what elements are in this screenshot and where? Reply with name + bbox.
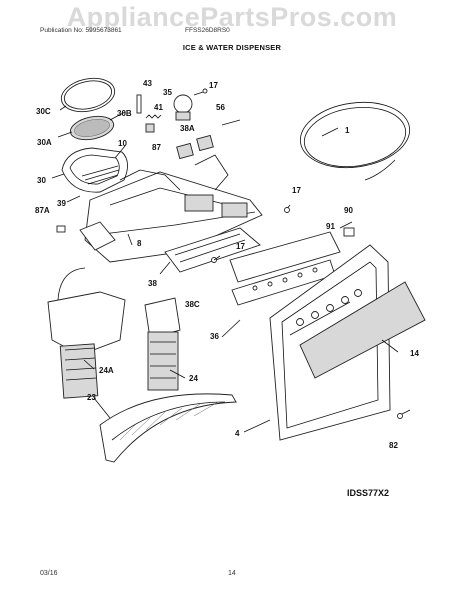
- part-87a-clip: [56, 225, 66, 233]
- label-17-low: 17: [236, 242, 245, 251]
- label-24: 24: [189, 374, 198, 383]
- label-8: 8: [137, 239, 142, 248]
- label-56: 56: [216, 103, 225, 112]
- label-38: 38: [148, 279, 157, 288]
- part-30-dispenser-door: [61, 147, 128, 193]
- label-36: 36: [210, 332, 219, 341]
- label-38a: 38A: [180, 124, 195, 133]
- publication-number: Publication No: 5995673861: [40, 27, 122, 34]
- diagram-code: IDSS77X2: [347, 488, 389, 498]
- part-35-solenoid: [173, 94, 193, 121]
- model-number: FFSS26D8RS0: [185, 27, 230, 34]
- label-82: 82: [389, 441, 398, 450]
- label-10: 10: [118, 139, 127, 148]
- label-30b: 30B: [117, 109, 132, 118]
- label-1: 1: [345, 126, 350, 135]
- label-24a: 24A: [99, 366, 114, 375]
- label-17-mid: 17: [292, 186, 301, 195]
- part-43-screw: [136, 94, 142, 114]
- leader-lines: [51, 105, 399, 433]
- part-1-water-tubing: [299, 102, 411, 181]
- part-41-spring: [145, 114, 162, 133]
- label-30: 30: [37, 176, 46, 185]
- part-82-screw: [397, 409, 411, 419]
- site-watermark: AppliancePartsPros.com: [66, 2, 398, 32]
- part-8-dispenser-housing: [79, 154, 263, 263]
- label-91: 91: [326, 222, 335, 231]
- label-90: 90: [344, 206, 353, 215]
- part-30c-gasket: [60, 77, 116, 113]
- label-4: 4: [235, 429, 240, 438]
- part-17-screw-low: [211, 255, 221, 263]
- label-17-top: 17: [209, 81, 218, 90]
- label-30c: 30C: [36, 107, 51, 116]
- part-30b-filter: [69, 115, 115, 141]
- part-23-drip-tray: [99, 393, 237, 463]
- part-14-overlay: [299, 281, 426, 379]
- label-39: 39: [57, 199, 66, 208]
- footer-page-number: 14: [228, 570, 236, 577]
- label-30a: 30A: [37, 138, 52, 147]
- part-24-motor-assembly: [144, 297, 181, 391]
- label-35: 35: [163, 88, 172, 97]
- part-38a-switches: [176, 134, 214, 160]
- part-36-interface-board: [229, 231, 341, 306]
- part-24a-motor-assembly: [47, 267, 126, 399]
- diagram-title: ICE & WATER DISPENSER: [182, 43, 282, 52]
- label-87: 87: [152, 143, 161, 152]
- label-23: 23: [87, 393, 96, 402]
- part-90-91-clips: [339, 221, 355, 237]
- part-56-pin: [221, 119, 241, 126]
- part-38-control-board: [164, 227, 261, 273]
- label-87a: 87A: [35, 206, 50, 215]
- part-17-screw-mid: [284, 204, 291, 213]
- label-43: 43: [143, 79, 152, 88]
- footer-date: 03/16: [40, 570, 58, 577]
- label-41: 41: [154, 103, 163, 112]
- part-17-screw-top: [193, 88, 208, 96]
- label-38c: 38C: [185, 300, 200, 309]
- label-14: 14: [410, 349, 419, 358]
